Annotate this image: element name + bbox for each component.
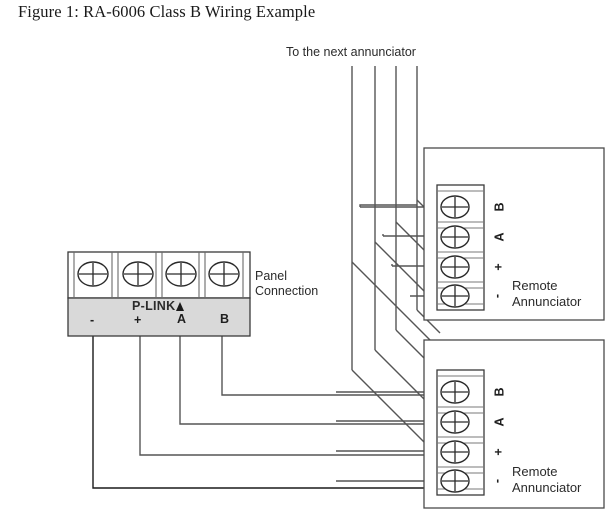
page-title: Figure 1: RA-6006 Class B Wiring Example — [18, 2, 316, 21]
screw-terminal-icon — [440, 225, 470, 249]
annunciator-upper-terminal-label-minus: - — [490, 293, 505, 299]
screw-terminal-icon — [165, 261, 197, 287]
screw-terminal-icon — [208, 261, 240, 287]
annunciator-lower-terminal-label-minus: - — [490, 478, 505, 484]
panel-connection-line1: Panel — [255, 269, 287, 283]
annunciator-lower-terminal-label-a: A — [492, 417, 507, 427]
wire-panel-minus — [92, 266, 440, 489]
screw-terminal-icon — [122, 261, 154, 287]
annunciator-upper-name-line1: Remote — [512, 278, 558, 293]
annunciator-lower-terminal-label-b: B — [492, 387, 507, 397]
screw-terminal-icon — [440, 440, 470, 464]
annunciator-lower-screw-terminals — [440, 380, 470, 493]
remote-annunciator-upper — [423, 147, 605, 321]
plink-label: P-LINK — [132, 299, 176, 313]
screw-terminal-icon — [440, 410, 470, 434]
annunciator-upper-terminal-label-b: B — [492, 202, 507, 212]
panel-terminal-block — [67, 251, 251, 337]
panel-block-lower-body — [67, 297, 251, 337]
panel-terminal-label-plus: + — [134, 313, 142, 327]
screw-terminal-icon — [440, 255, 470, 279]
panel-terminal-label-b: B — [220, 312, 230, 326]
panel-connection-line2: Connection — [255, 283, 319, 298]
wire-diagonal-lower-4 — [416, 309, 441, 334]
panel-block-dividers — [73, 252, 244, 298]
annunciator-upper-dividers — [437, 190, 484, 305]
screw-terminal-icon — [440, 469, 470, 493]
screw-terminal-icon — [77, 261, 109, 287]
wire-group-interblock — [351, 200, 418, 370]
annunciator-upper-terminal-label-a: A — [492, 232, 507, 242]
annunciator-lower-terminal-label-plus: + — [491, 448, 506, 456]
wire-group-staging-upper — [359, 204, 417, 266]
annunciator-lower-name-line2: Annunciator — [512, 479, 582, 495]
wire-group-lower-feeds — [336, 391, 440, 482]
screw-terminal-icon — [440, 195, 470, 219]
screw-terminal-icon — [440, 380, 470, 404]
wire-staging-1 — [359, 204, 417, 207]
to-next-annunciator-label: To the next annunciator — [286, 45, 416, 59]
panel-screw-terminals — [77, 261, 240, 287]
annunciator-upper-terminal-label-plus: + — [491, 263, 506, 271]
screw-terminal-icon — [440, 284, 470, 308]
annunciator-upper-screw-terminals — [440, 195, 470, 308]
annunciator-lower-name-line1: Remote — [512, 464, 558, 479]
remote-annunciator-lower — [423, 339, 605, 509]
panel-terminal-label-minus: - — [90, 313, 95, 327]
annunciator-upper-name-line2: Annunciator — [512, 293, 582, 309]
wire-group-to-next-annunciator — [351, 66, 418, 262]
panel-terminal-label-a: A — [177, 312, 187, 326]
arrowhead-icon-panel-A — [176, 302, 184, 311]
